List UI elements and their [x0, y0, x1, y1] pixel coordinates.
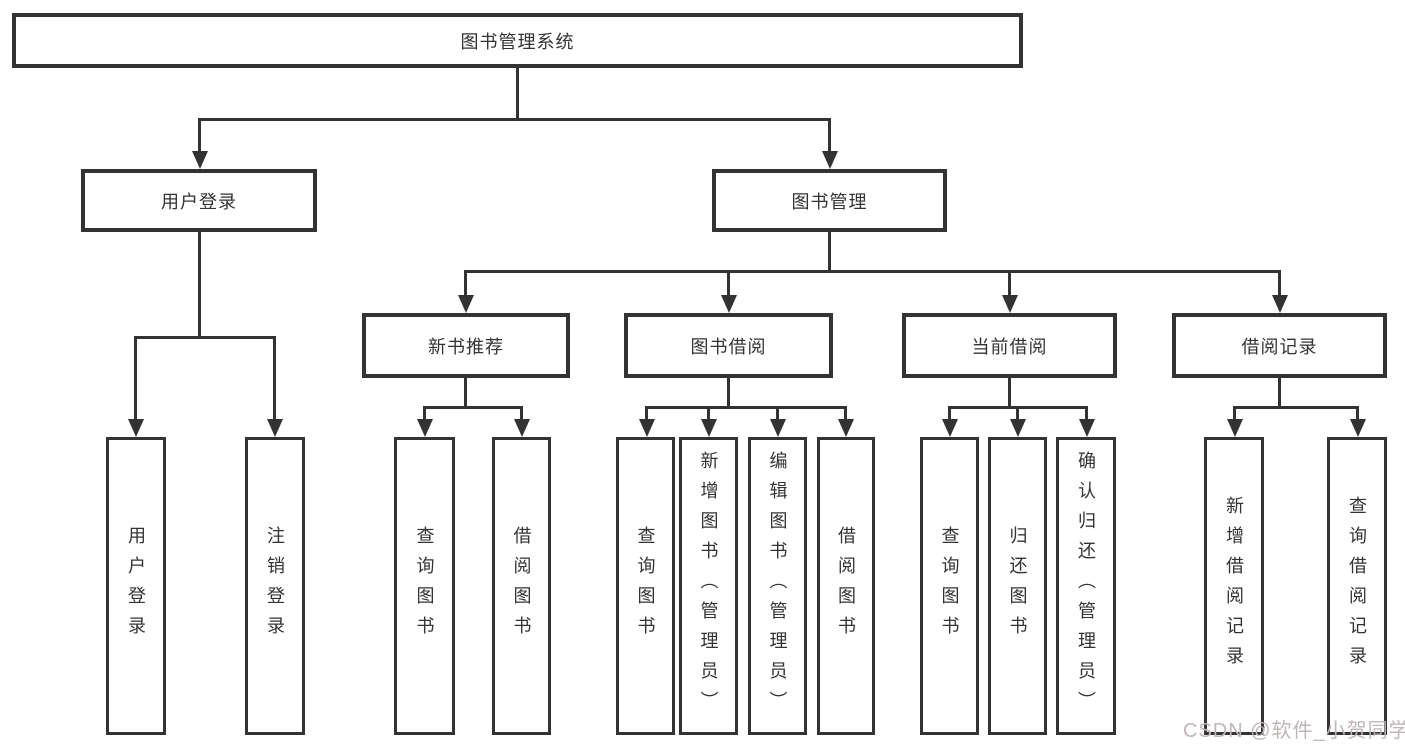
connector-line [134, 336, 276, 339]
connector-line [844, 406, 847, 422]
connector-line [423, 406, 523, 409]
node-root-label: 图书管理系统 [460, 31, 575, 52]
leaf-logout-label: 注销登录 [265, 526, 285, 646]
connector-line [1085, 406, 1088, 422]
leaf-borrow-add-book-label: 新增图书（管理员） [698, 451, 719, 721]
connector-line [776, 406, 779, 422]
connector-line [198, 232, 201, 339]
node-user-login-label: 用户登录 [161, 191, 237, 212]
leaf-borrow-query-book-label: 查询图书 [635, 526, 656, 646]
leaf-newbook-query-book: 查询图书 [394, 437, 455, 735]
node-book-borrow: 图书借阅 [624, 313, 833, 378]
connector-line [1233, 406, 1359, 409]
connector-line [1278, 270, 1281, 298]
leaf-user-login-label: 用户登录 [126, 526, 146, 646]
leaf-borrow-borrow-book-label: 借阅图书 [836, 526, 856, 646]
leaf-borrow-edit-book: 编辑图书（管理员） [748, 437, 807, 735]
connector-line [828, 118, 831, 154]
connector-line [464, 270, 467, 298]
connector-line [423, 406, 426, 422]
arrowhead-down-icon [514, 419, 530, 437]
connector-line [1016, 406, 1019, 422]
connector-line [645, 406, 847, 409]
connector-line [948, 406, 951, 422]
leaf-borrow-add-book: 新增图书（管理员） [679, 437, 738, 735]
connector-line [1356, 406, 1359, 422]
arrowhead-down-icon [822, 151, 838, 169]
arrowhead-down-icon [1010, 419, 1026, 437]
leaf-current-query-book-label: 查询图书 [939, 526, 960, 646]
node-book-mgmt-label: 图书管理 [791, 191, 868, 212]
arrowhead-down-icon [458, 295, 474, 313]
leaf-newbook-borrow-book: 借阅图书 [492, 437, 551, 735]
leaf-newbook-borrow-book-label: 借阅图书 [511, 526, 532, 646]
leaf-newbook-query-book-label: 查询图书 [414, 526, 435, 646]
connector-line [1008, 270, 1011, 298]
leaf-user-login: 用户登录 [106, 437, 166, 735]
arrowhead-down-icon [417, 419, 433, 437]
arrowhead-down-icon [128, 419, 144, 437]
node-borrow-records-label: 借阅记录 [1241, 336, 1318, 357]
arrowhead-down-icon [1227, 419, 1243, 437]
connector-line [1233, 406, 1236, 422]
arrowhead-down-icon [701, 419, 717, 437]
connector-line [520, 406, 523, 422]
node-new-book-rec: 新书推荐 [362, 313, 570, 378]
leaf-records-query-record: 查询借阅记录 [1327, 437, 1387, 735]
node-current-borrow-label: 当前借阅 [971, 336, 1048, 357]
connector-line [707, 406, 710, 422]
arrowhead-down-icon [838, 419, 854, 437]
connector-line [516, 68, 519, 118]
arrowhead-down-icon [267, 419, 283, 437]
connector-line [828, 232, 831, 273]
node-book-mgmt: 图书管理 [712, 169, 947, 232]
arrowhead-down-icon [1002, 295, 1018, 313]
connector-line [727, 270, 730, 298]
connector-line [464, 378, 467, 409]
node-borrow-records: 借阅记录 [1172, 313, 1387, 378]
arrowhead-down-icon [192, 151, 208, 169]
connector-line [1008, 378, 1011, 409]
arrowhead-down-icon [942, 419, 958, 437]
node-book-borrow-label: 图书借阅 [690, 336, 767, 357]
connector-line [198, 118, 830, 121]
leaf-borrow-query-book: 查询图书 [616, 437, 675, 735]
node-root: 图书管理系统 [12, 13, 1023, 68]
leaf-current-confirm-return: 确认归还（管理员） [1056, 437, 1116, 735]
connector-line [727, 378, 730, 409]
leaf-current-return-book-label: 归还图书 [1007, 526, 1028, 646]
connector-line [134, 336, 137, 422]
leaf-current-return-book: 归还图书 [988, 437, 1047, 735]
node-user-login: 用户登录 [81, 169, 317, 232]
leaf-current-query-book: 查询图书 [920, 437, 979, 735]
connector-line [464, 270, 1281, 273]
node-new-book-rec-label: 新书推荐 [428, 336, 504, 357]
leaf-records-add-record-label: 新增借阅记录 [1224, 496, 1244, 676]
arrowhead-down-icon [770, 419, 786, 437]
leaf-records-add-record: 新增借阅记录 [1204, 437, 1264, 735]
arrowhead-down-icon [721, 295, 737, 313]
leaf-logout: 注销登录 [245, 437, 305, 735]
connector-line [645, 406, 648, 422]
leaf-borrow-borrow-book: 借阅图书 [817, 437, 875, 735]
arrowhead-down-icon [1350, 419, 1366, 437]
arrowhead-down-icon [639, 419, 655, 437]
connector-line [273, 336, 276, 422]
watermark-text: CSDN @软件_小贺同学 [1183, 720, 1405, 742]
connector-line [198, 118, 201, 154]
leaf-current-confirm-return-label: 确认归还（管理员） [1076, 451, 1096, 721]
connector-line [1278, 378, 1281, 409]
node-current-borrow: 当前借阅 [902, 313, 1117, 378]
arrowhead-down-icon [1272, 295, 1288, 313]
leaf-borrow-edit-book-label: 编辑图书（管理员） [767, 451, 788, 721]
arrowhead-down-icon [1079, 419, 1095, 437]
leaf-records-query-record-label: 查询借阅记录 [1347, 496, 1367, 676]
